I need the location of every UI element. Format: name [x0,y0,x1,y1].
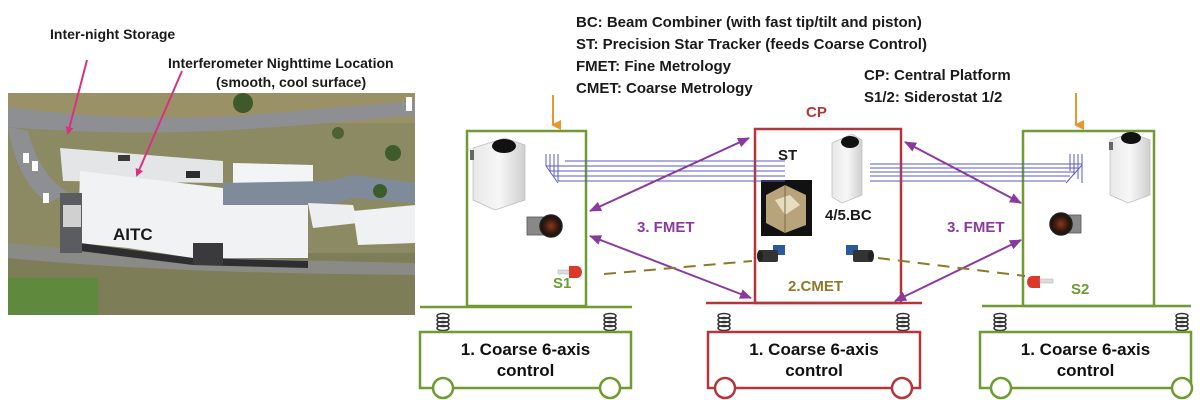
cmet-beams [603,257,1026,277]
central-platform [706,127,922,305]
bc-label: 4/5.BC [825,207,872,224]
spring-icon [717,312,731,332]
nighttime-pointer-arrow [135,70,183,177]
cmet-camera-left-icon [757,245,785,262]
cart-right-line1: 1. Coarse 6-axis [1020,340,1151,359]
siderostat-s1 [420,95,632,309]
wheel-icon [598,376,622,400]
cart-left-label: 1. Coarse 6-axis control [420,339,631,381]
beam-combiner-icon [761,180,812,236]
star-tracker-icon [831,133,863,204]
cmet-camera-right-icon [846,245,874,262]
siderostat-s2 [982,93,1191,308]
cart-center-line2: control [785,361,843,380]
cart-center-label: 1. Coarse 6-axis control [708,339,920,381]
legend-st: ST: Precision Star Tracker (feeds Coarse… [576,36,927,53]
aitc-label: AITC [113,225,153,244]
s2-label: S2 [1071,281,1090,298]
fmet-arrows [589,137,1022,302]
aerial-photo: AITC [8,93,415,315]
nighttime-location-label: Interferometer Nighttime Location [168,55,394,71]
legend-cmet: CMET: Coarse Metrology [576,80,753,97]
fmet-label-right: 3. FMET [947,219,1005,236]
s1-label: S1 [553,275,572,292]
wheel-icon [431,376,455,400]
beam-lines [545,154,1083,184]
wheel-icon [890,376,914,400]
cart-right-line2: control [1056,361,1115,380]
cmet-led-icon [557,266,582,278]
cp-label: CP [806,104,827,121]
spring-icon [1175,312,1189,332]
fmet-arrow-s2-upper [904,141,1022,204]
fmet-arrow-s1-lower [589,235,752,299]
metrology-camera-icon [526,214,563,238]
wheel-icon [1170,376,1194,400]
wheel-icon [989,376,1013,400]
legend-cp: CP: Central Platform [864,67,1011,84]
cart-right [978,330,1194,400]
fmet-label-left: 3. FMET [637,219,695,236]
st-label: ST [778,147,798,164]
siderostat-mirror-icon [1109,132,1151,204]
cmet-beam-left [603,260,753,275]
cmet-led-icon [1027,276,1054,288]
wheel-icon [713,376,737,400]
cart-right-label: 1. Coarse 6-axis control [980,339,1191,381]
storage-pointer-arrow [65,59,88,135]
metrology-camera-icon [1049,212,1082,236]
legend-bc: BC: Beam Combiner (with fast tip/tilt an… [576,14,922,31]
fmet-arrow-s1-upper [589,137,750,212]
cart-left-line1: 1. Coarse 6-axis [460,340,591,359]
cart-center-line1: 1. Coarse 6-axis [749,340,879,359]
cmet-beam-right [877,257,1026,277]
spring-icon [436,312,450,332]
cmet-label: 2.CMET [788,278,844,295]
legend-fmet: FMET: Fine Metrology [576,58,731,75]
spring-icon [603,312,617,332]
legend-s12: S1/2: Siderostat 1/2 [864,89,1003,106]
cart-left [418,330,633,400]
aerial-photo-graphic [8,93,415,315]
fmet-arrow-s2-lower [894,239,1022,302]
spring-icon [896,312,910,332]
spring-icon [993,312,1007,332]
cart-center [706,330,922,400]
springs [436,312,1189,332]
nighttime-location-sublabel: (smooth, cool surface) [216,74,367,90]
cart-left-line2: control [496,361,555,380]
inter-night-storage-label: Inter-night Storage [50,26,176,42]
siderostat-mirror-icon [470,137,526,211]
